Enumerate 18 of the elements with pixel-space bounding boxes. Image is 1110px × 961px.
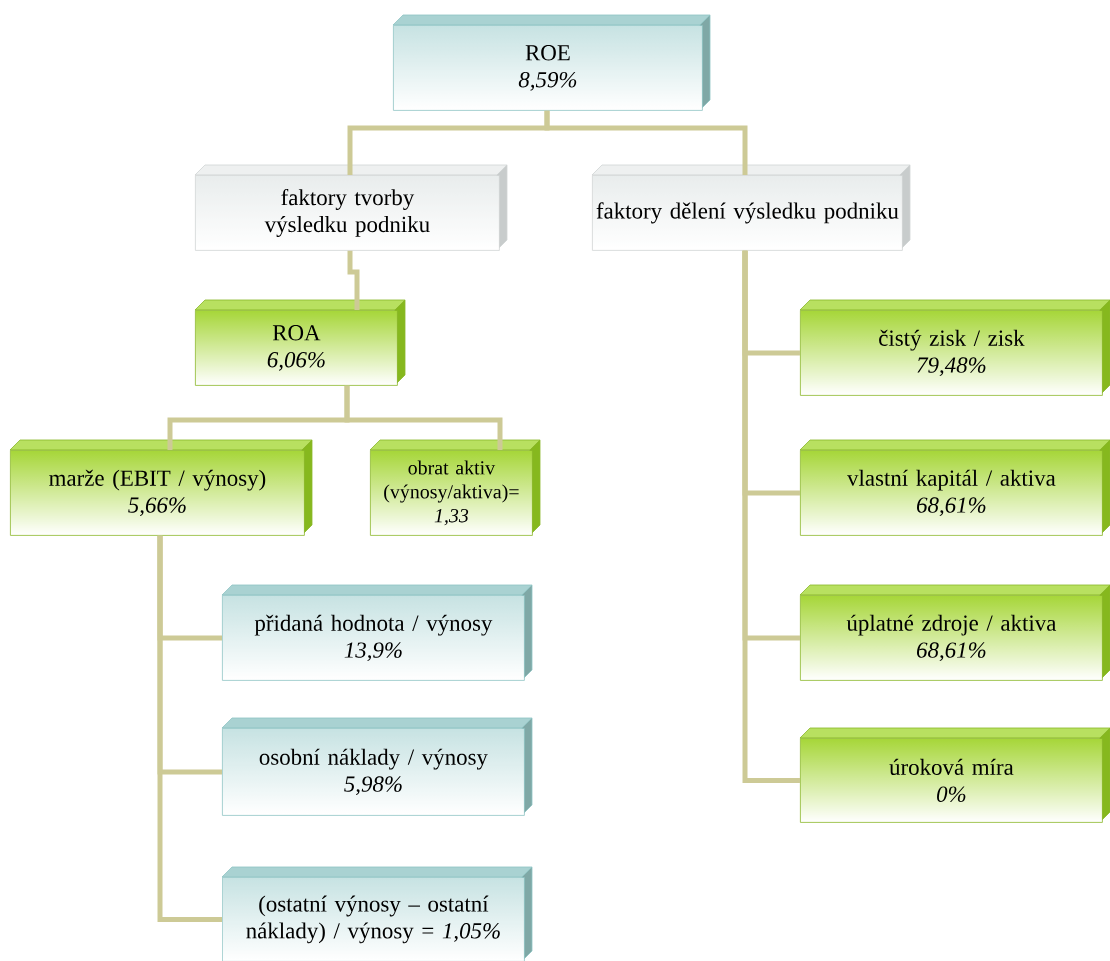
connector-line bbox=[157, 535, 222, 922]
factor-box: faktory dělení výsledku podniku bbox=[591, 164, 911, 251]
ratio-box: marže (EBIT / výnosy) 5,66% bbox=[9, 439, 313, 536]
ratio-box: osobní náklady / výnosy 5,98% bbox=[221, 717, 533, 816]
ratio-box: čistý zisk / zisk 79,48% bbox=[799, 299, 1110, 396]
ratio-box: přidaná hodnota / výnosy 13,9% bbox=[221, 584, 533, 681]
connector-line bbox=[344, 385, 503, 450]
ratio-box: obrat aktiv (výnosy/aktiva)= 1,33 bbox=[369, 439, 541, 536]
connector-line bbox=[544, 110, 748, 175]
ratio-box: ROE 8,59% bbox=[392, 14, 711, 111]
ratio-box: ROA 6,06% bbox=[194, 299, 406, 386]
ratio-box: úplatné zdroje / aktiva 68,61% bbox=[799, 584, 1110, 681]
ratio-box: vlastní kapitál / aktiva 68,61% bbox=[799, 439, 1110, 536]
factor-box: faktory tvorby výsledku podniku bbox=[194, 164, 508, 251]
connector-line bbox=[742, 250, 800, 783]
ratio-box: úroková míra 0% bbox=[799, 727, 1110, 823]
ratio-box: (ostatní výnosy – ostatní náklady) / výnosy = 1,05% bbox=[221, 866, 533, 961]
connector-line bbox=[347, 250, 360, 310]
